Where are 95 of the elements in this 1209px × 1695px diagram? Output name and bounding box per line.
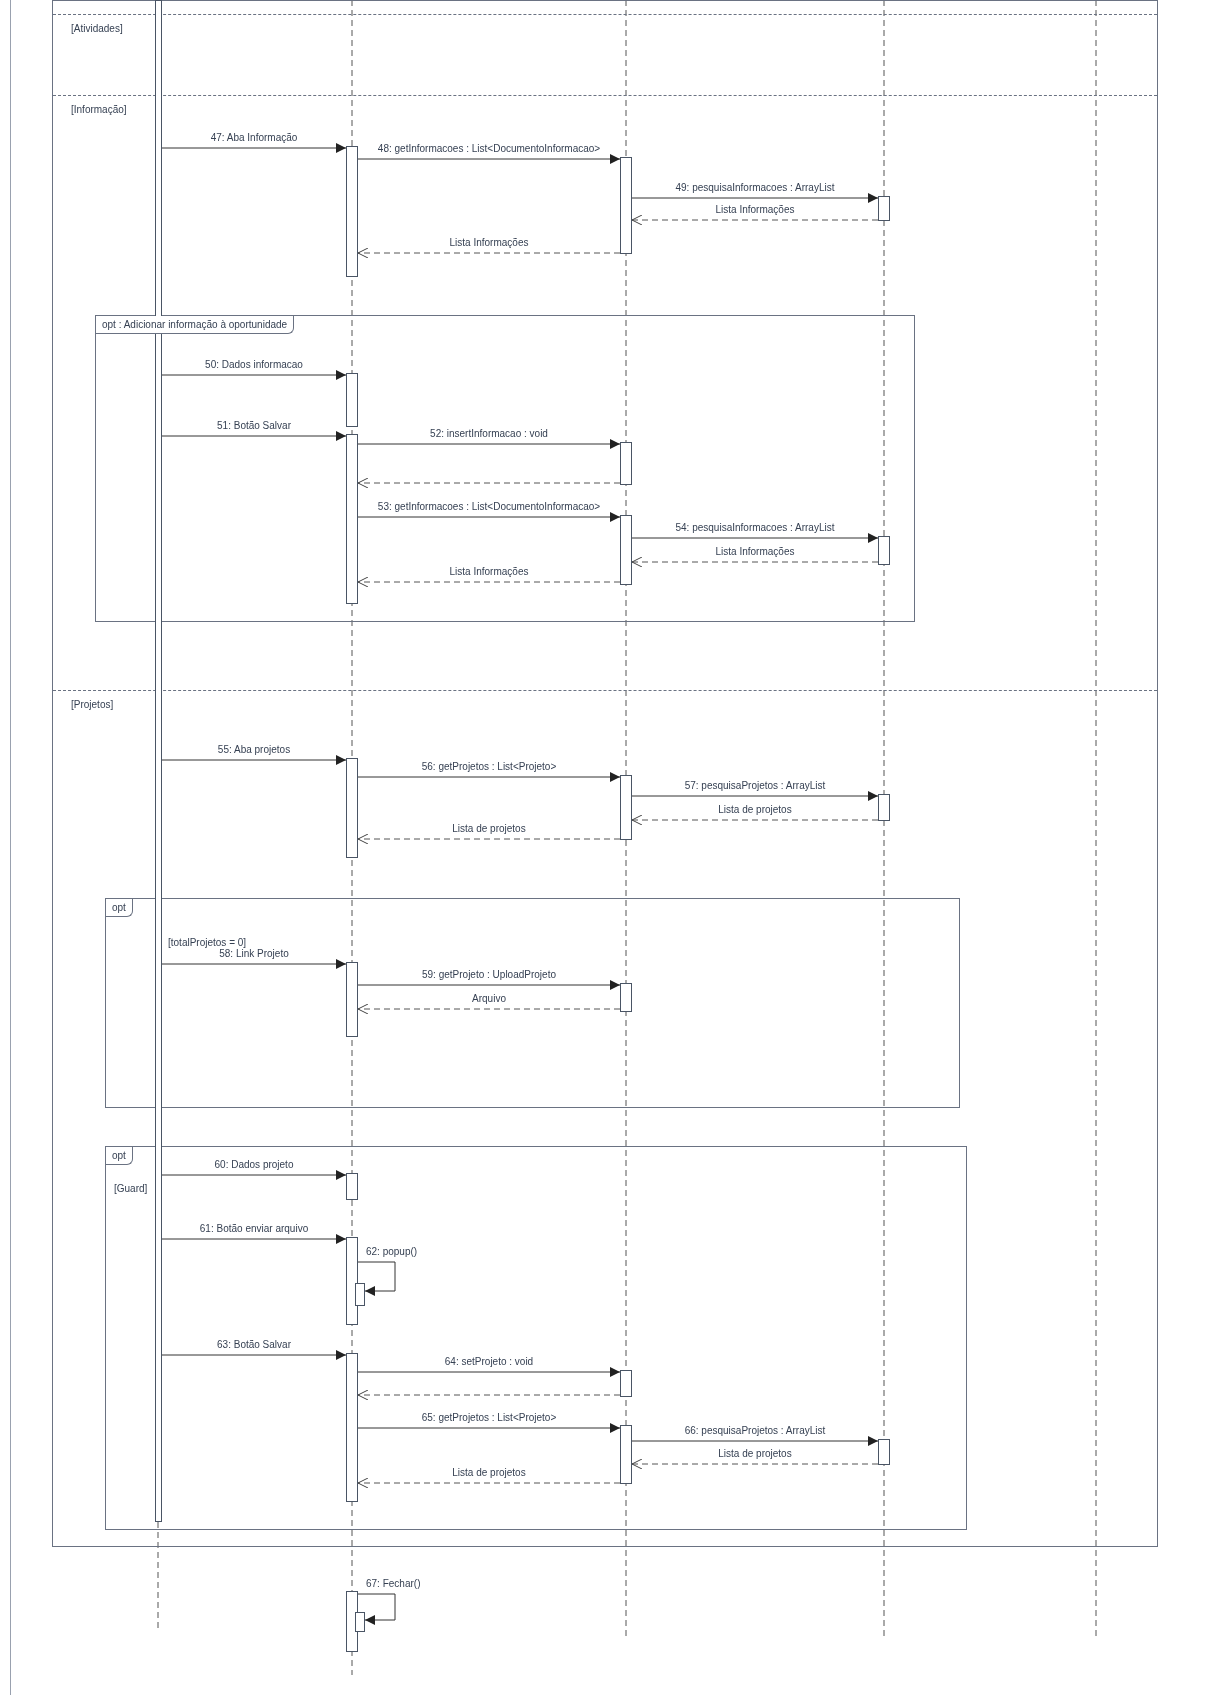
message-arrow xyxy=(357,772,621,782)
activation-bar xyxy=(878,794,890,821)
message-label: Lista Informações xyxy=(447,237,531,249)
message-label: Arquivo xyxy=(470,993,508,1005)
guard-condition: [Projetos] xyxy=(71,698,114,712)
return-arrow xyxy=(357,833,621,845)
return-arrow xyxy=(357,576,621,588)
return-arrow xyxy=(357,1389,621,1401)
message-label: 57: pesquisaProjetos : ArrayList xyxy=(682,780,828,792)
message-label: 62: popup() xyxy=(364,1246,420,1258)
self-message-arrow xyxy=(357,1261,396,1296)
message-label: 60: Dados projeto xyxy=(212,1159,296,1171)
message-label: 67: Fechar() xyxy=(364,1578,423,1590)
guard-condition: [Informação] xyxy=(71,103,127,117)
message-arrow xyxy=(631,791,879,801)
activation-bar xyxy=(346,962,358,1037)
message-label: 63: Botão Salvar xyxy=(215,1339,293,1351)
return-arrow xyxy=(631,214,879,226)
activation-bar xyxy=(620,1425,632,1484)
message-arrow xyxy=(161,1170,347,1180)
message-arrow xyxy=(357,1367,621,1377)
message-arrow xyxy=(161,1350,347,1360)
message-label: Lista Informações xyxy=(713,546,797,558)
message-label: Lista de projetos xyxy=(450,1467,528,1479)
activation-bar xyxy=(346,1591,358,1652)
activation-bar xyxy=(620,442,632,485)
message-arrow xyxy=(161,1234,347,1244)
return-arrow xyxy=(357,477,621,489)
return-arrow xyxy=(357,247,621,259)
activation-bar xyxy=(355,1612,365,1632)
message-label: Lista de projetos xyxy=(716,804,794,816)
message-arrow xyxy=(161,755,347,765)
message-label: 51: Botão Salvar xyxy=(215,420,293,432)
message-label: 56: getProjetos : List<Projeto> xyxy=(419,761,559,773)
activation-bar xyxy=(355,1283,365,1306)
combined-fragment-frame xyxy=(95,315,915,622)
frame-tag: opt : Adicionar informação à oportunidade xyxy=(96,316,295,334)
frame-tag: opt xyxy=(106,1147,133,1165)
activation-bar xyxy=(346,146,358,277)
activation-bar xyxy=(346,434,358,604)
self-message-arrow xyxy=(357,1593,396,1625)
activation-bar xyxy=(620,775,632,840)
frame-tag: opt xyxy=(106,899,133,917)
message-label: 53: getInformacoes : List<DocumentoInformacao> xyxy=(375,501,603,513)
return-arrow xyxy=(357,1477,621,1489)
activation-bar xyxy=(878,536,890,565)
combined-fragment-frame xyxy=(105,1146,967,1530)
message-label: 65: getProjetos : List<Projeto> xyxy=(419,1412,559,1424)
message-label: 61: Botão enviar arquivo xyxy=(197,1223,311,1235)
activation-bar xyxy=(878,196,890,221)
message-label: 59: getProjeto : UploadProjeto xyxy=(420,969,558,981)
return-arrow xyxy=(357,1003,621,1015)
message-arrow xyxy=(357,439,621,449)
message-label: 64: setProjeto : void xyxy=(442,1356,536,1368)
activation-bar xyxy=(346,373,358,427)
return-arrow xyxy=(631,1458,879,1470)
activation-bar xyxy=(878,1439,890,1465)
return-arrow xyxy=(631,556,879,568)
guard-condition: [Guard] xyxy=(114,1182,148,1196)
message-label: Lista de projetos xyxy=(716,1448,794,1460)
message-label: 50: Dados informacao xyxy=(203,359,305,371)
message-arrow xyxy=(161,431,347,441)
activation-bar xyxy=(346,758,358,858)
message-arrow xyxy=(631,193,879,203)
activation-bar xyxy=(346,1173,358,1200)
message-label: 55: Aba projetos xyxy=(215,744,293,756)
combined-fragment-frame xyxy=(105,898,960,1108)
message-label: 49: pesquisaInformacoes : ArrayList xyxy=(673,182,837,194)
message-label: 52: insertInformacao : void xyxy=(428,428,550,440)
message-arrow xyxy=(161,370,347,380)
activation-bar xyxy=(620,983,632,1012)
message-arrow xyxy=(357,512,621,522)
message-label: Lista Informações xyxy=(713,204,797,216)
message-arrow xyxy=(357,1423,621,1433)
message-label: Lista de projetos xyxy=(450,823,528,835)
message-label: 66: pesquisaProjetos : ArrayList xyxy=(682,1425,828,1437)
message-arrow xyxy=(631,1436,879,1446)
message-label: 47: Aba Informação xyxy=(208,132,300,144)
message-label: Lista Informações xyxy=(447,566,531,578)
message-arrow xyxy=(631,533,879,543)
guard-condition: [totalProjetos = 0] xyxy=(168,936,247,950)
message-arrow xyxy=(161,143,347,153)
activation-bar xyxy=(346,1237,358,1325)
return-arrow xyxy=(631,814,879,826)
activation-bar xyxy=(346,1353,358,1502)
message-label: 54: pesquisaInformacoes : ArrayList xyxy=(673,522,837,534)
message-arrow xyxy=(357,980,621,990)
message-arrow xyxy=(357,154,621,164)
message-arrow xyxy=(161,959,347,969)
guard-condition: [Atividades] xyxy=(71,22,123,36)
message-label: 58: Link Projeto xyxy=(217,948,291,960)
activation-bar xyxy=(620,157,632,254)
activation-bar xyxy=(620,1370,632,1397)
message-label: 48: getInformacoes : List<DocumentoInformacao> xyxy=(375,143,603,155)
activation-bar xyxy=(620,515,632,585)
